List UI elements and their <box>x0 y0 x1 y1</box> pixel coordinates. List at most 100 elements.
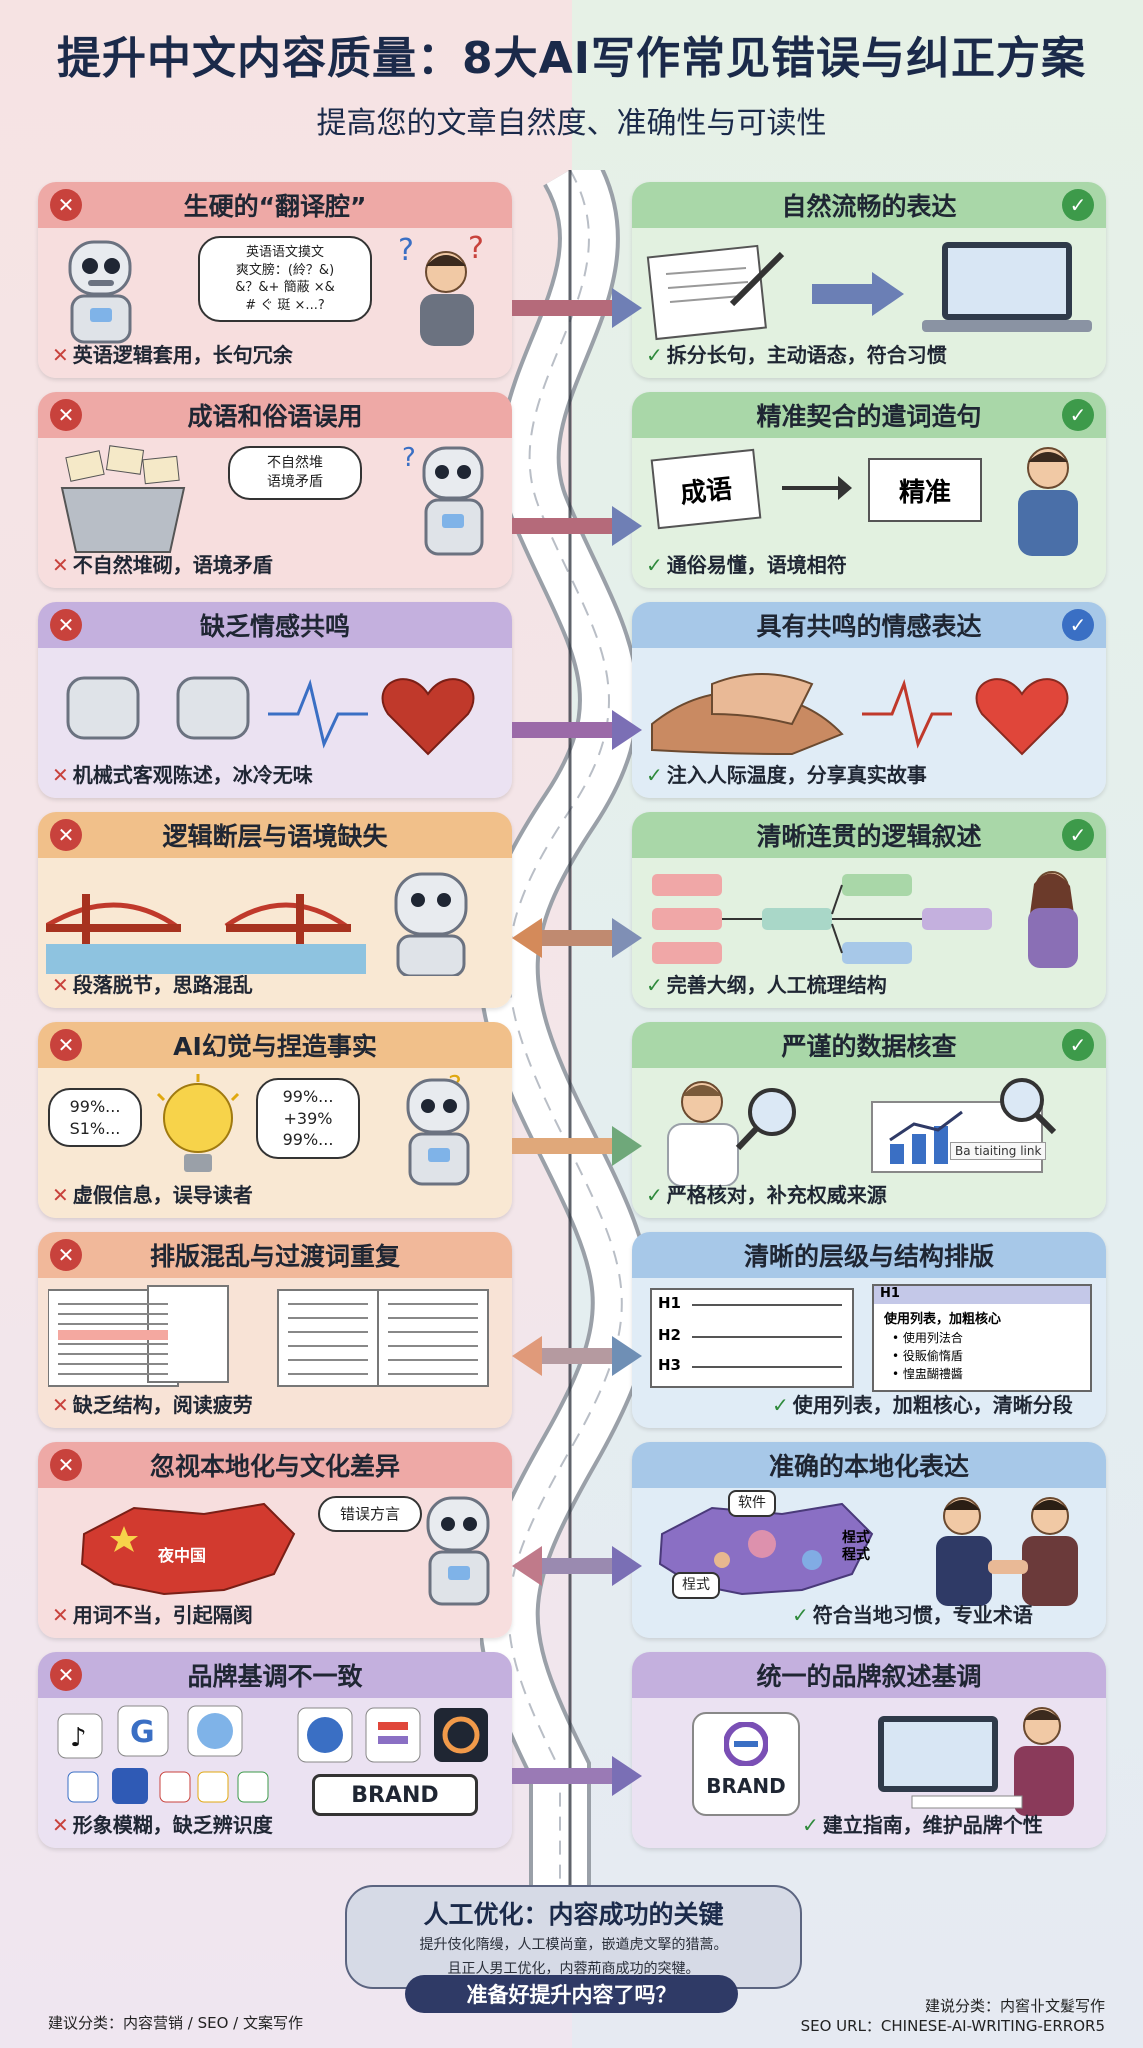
check-icon: ✓ <box>1062 609 1094 641</box>
footer-meta: 建说分类：内窖卝文髮写作 SEO URL：CHINESE-AI-WRITING-… <box>801 1996 1105 2037</box>
error-title: 品牌基调不一致 <box>187 1662 363 1691</box>
cta-button[interactable]: 准备好提升内容了吗？ <box>405 1975 738 2013</box>
transform-arrow <box>512 288 642 328</box>
error-caption: ✕缺乏结构，阅读疲劳 <box>52 1393 253 1417</box>
list-doc-item: • 使用列法合 <box>892 1331 963 1345</box>
list-doc-item: • 惶盅醐禮醬 <box>892 1367 963 1381</box>
error-x-icon: ✕ <box>50 189 82 221</box>
transform-arrow <box>512 1126 642 1166</box>
error-card-body: 不自然堆 语境矛盾 ? ✕不自然堆砌，语境矛盾 <box>38 438 512 588</box>
heading-h2-label: H2 <box>658 1326 681 1344</box>
scientist-with-magnifier-icon <box>667 1078 1057 1186</box>
confused-person-icon: ?? <box>398 231 484 346</box>
error-card-body: 99%... S1%... 99%... +39% 99%... ? ✕虚假信息… <box>38 1068 512 1218</box>
fix-card-precise-wording: 精准契合的遣词造句 ✓ 成语 精准 ✓通俗易懂，语境相符 <box>632 392 1106 588</box>
list-doc-item: • 役販偷惰盾 <box>892 1349 963 1363</box>
error-x-icon: ✕ <box>50 1449 82 1481</box>
fix-card-header: 清晰连贯的逻辑叙述 ✓ <box>632 812 1106 858</box>
fix-caption: ✓建立指南，维护品牌个性 <box>802 1813 1043 1837</box>
svg-text:?: ? <box>398 233 414 268</box>
fix-card-data-verification: 严谨的数据核查 ✓ Ba tiaiting link ✓严格核对，补充权威来源 <box>632 1022 1106 1218</box>
conclusion-box: 人工优化：内容成功的关键 提升伎化隋缦，人工模尚童，嵌遒虎文掔的猎蒿。 且正人男… <box>345 1885 802 1989</box>
robot-icon: ? <box>402 443 484 556</box>
fix-caption: ✓注入人际温度，分享真实故事 <box>646 763 927 787</box>
conclusion-desc-line2: 且正人男工优化，内蓉荊商成功的突犍。 <box>447 1961 700 1978</box>
handshake-icon <box>936 1497 1078 1606</box>
robot-icon <box>68 240 132 344</box>
robot-icon <box>426 1496 490 1606</box>
unified-brand-logo: BRAND <box>692 1712 800 1816</box>
error-caption: ✕不自然堆砌，语境矛盾 <box>52 553 273 577</box>
page-title: 提升中文内容质量：8大AI写作常见错误与纠正方案 <box>56 33 1087 84</box>
map-label-software: 软件 <box>728 1490 776 1517</box>
map-label: 夜中国 <box>158 1546 207 1565</box>
fix-card-structured-layout: 清晰的层级与结构排版 H1 H2 H3 H1 使用列表，加粗核心 • 使用列法合… <box>632 1232 1106 1428</box>
error-title: 成语和俗语误用 <box>187 402 363 431</box>
error-card-brand-tone: ✕ 品牌基调不一致 ♪ G BRAND ✕形象模糊，缺乏辨识度 <box>38 1652 512 1848</box>
fix-caption: ✓符合当地习惯，专业术语 <box>792 1603 1033 1627</box>
brand-badge: BRAND <box>312 1774 478 1816</box>
robot-hands-and-heart-icon <box>66 676 475 756</box>
transform-arrow <box>512 1756 642 1796</box>
check-icon: ✓ <box>1062 399 1094 431</box>
error-title: 逻辑断层与语境缺失 <box>162 822 388 851</box>
error-card-body: 英语语文摸文 爽文膀：(紷？&) &？&+ 簡蔽 ×& # ぐ 珽 ×...? … <box>38 228 512 378</box>
check-icon: ✓ <box>1062 819 1094 851</box>
china-map-icon <box>80 1502 296 1596</box>
error-caption: ✕机械式客观陈述，冰冷无味 <box>52 763 313 787</box>
transform-arrow <box>512 1546 642 1586</box>
fix-card-body: ✓注入人际温度，分享真实故事 <box>632 648 1106 798</box>
light-bulb-icon <box>156 1074 240 1172</box>
transform-arrow <box>512 918 642 958</box>
flowchart-icon <box>652 871 1078 968</box>
source-link-tag: Ba tiaiting link <box>950 1142 1047 1160</box>
error-card-header: ✕ AI幻觉与捏造事实 <box>38 1022 512 1068</box>
fix-card-header: 精准契合的遣词造句 ✓ <box>632 392 1106 438</box>
fix-card-header: 统一的品牌叙述基调 <box>632 1652 1106 1698</box>
person-with-phone-icon <box>1018 447 1078 556</box>
transform-arrow <box>512 506 642 546</box>
fix-title: 统一的品牌叙述基调 <box>756 1662 982 1691</box>
heading-document: H1 H2 H3 <box>650 1288 854 1388</box>
error-card-body: ✕缺乏结构，阅读疲劳 <box>38 1278 512 1428</box>
fake-data-bubble-left: 99%... S1%... <box>48 1088 142 1148</box>
fix-card-body: Ba tiaiting link ✓严格核对，补充权威来源 <box>632 1068 1106 1218</box>
error-card-header: ✕ 忽视本地化与文化差异 <box>38 1442 512 1488</box>
error-caption: ✕英语逻辑套用，长句冗余 <box>52 343 293 367</box>
error-card-body: ✕机械式客观陈述，冰冷无味 <box>38 648 512 798</box>
svg-text:G: G <box>130 1715 155 1750</box>
fix-card-header: 准确的本地化表达 <box>632 1442 1106 1488</box>
error-caption: ✕用词不当，引起隔阂 <box>52 1603 253 1627</box>
idiom-card: 成语 <box>650 448 762 530</box>
fix-card-header: 具有共鸣的情感表达 ✓ <box>632 602 1106 648</box>
fix-card-unified-brand: 统一的品牌叙述基调 BRAND ✓建立指南，维护品牌个性 <box>632 1652 1106 1848</box>
wrong-dialect-bubble: 错误方言 <box>318 1496 422 1533</box>
arrow-right-icon <box>782 476 852 500</box>
fix-title: 清晰连贯的逻辑叙述 <box>756 822 982 851</box>
hands-and-heart-icon <box>651 673 1069 756</box>
error-title: 缺乏情感共鸣 <box>199 612 350 641</box>
writing-to-laptop-icon <box>646 242 1092 341</box>
error-x-icon: ✕ <box>50 1239 82 1271</box>
fix-card-body: 成语 精准 ✓通俗易懂，语境相符 <box>632 438 1106 588</box>
unified-brand-text: BRAND <box>706 1774 786 1798</box>
fix-caption: ✓完善大纲，人工梳理结构 <box>646 973 887 997</box>
error-card-messy-layout: ✕ 排版混乱与过渡词重复 ✕缺乏结构，阅读疲劳 <box>38 1232 512 1428</box>
error-title: AI幻觉与捏造事实 <box>173 1032 377 1061</box>
fix-caption: ✓使用列表，加粗核心，清晰分段 <box>772 1393 1073 1417</box>
fix-caption: ✓通俗易懂，语境相符 <box>646 553 847 577</box>
error-card-body: ✕段落脱节，思路混乱 <box>38 858 512 1008</box>
heading-h3-label: H3 <box>658 1356 681 1374</box>
fix-caption: ✓严格核对，补充权威来源 <box>646 1183 887 1207</box>
error-card-no-empathy: ✕ 缺乏情感共鸣 ✕机械式客观陈述，冰冷无味 <box>38 602 512 798</box>
idiom-speech-bubble: 不自然堆 语境矛盾 <box>228 446 362 500</box>
footer-category-right: 建说分类：内窖卝文髮写作 <box>924 1997 1105 2015</box>
person-at-computer-icon <box>878 1707 1074 1816</box>
fix-card-body: H1 H2 H3 H1 使用列表，加粗核心 • 使用列法合 • 役販偷惰盾 • … <box>632 1278 1106 1428</box>
fix-title: 自然流畅的表达 <box>781 192 957 221</box>
error-card-localization: ✕ 忽视本地化与文化差异 夜中国 错误方言 ✕用词不当，引起隔阂 <box>38 1442 512 1638</box>
translationese-speech-bubble: 英语语文摸文 爽文膀：(紷？&) &？&+ 簡蔽 ×& # ぐ 珽 ×...? <box>198 236 372 323</box>
error-card-header: ✕ 成语和俗语误用 <box>38 392 512 438</box>
error-title: 生硬的“翻译腔” <box>183 192 367 221</box>
error-card-header: ✕ 逻辑断层与语境缺失 <box>38 812 512 858</box>
